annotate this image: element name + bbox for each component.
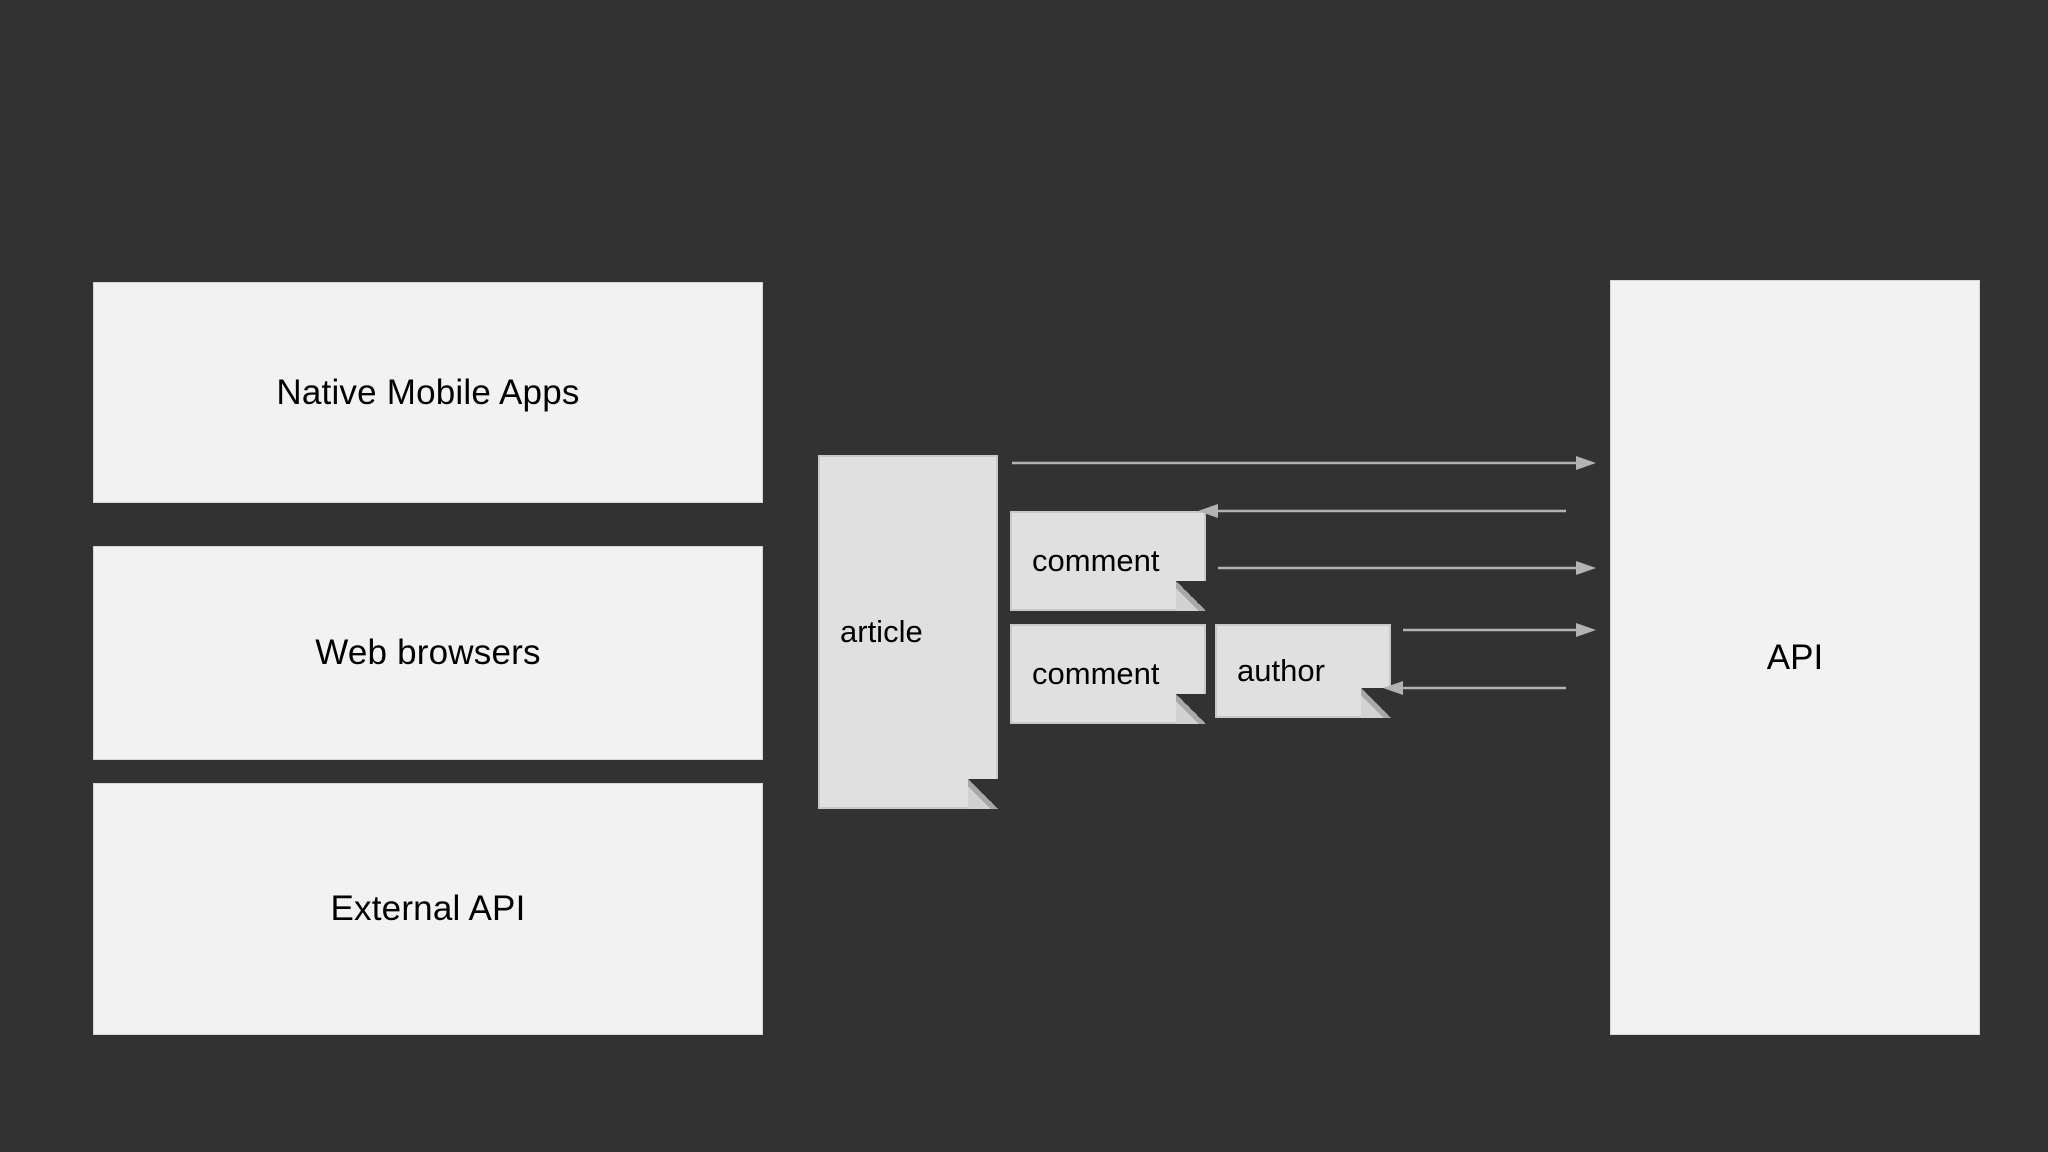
api-box[interactable]: API (1610, 280, 1980, 1035)
page-fold-icon (1361, 688, 1391, 718)
document-author[interactable]: author (1215, 624, 1391, 718)
page-fold-icon (1176, 694, 1206, 724)
arrow-left (1198, 504, 1566, 518)
document-article[interactable]: article (818, 455, 998, 809)
page-fold-icon (968, 779, 998, 809)
api-box-label: API (1766, 637, 1824, 677)
document-label: author (1237, 653, 1325, 688)
client-box-external-api[interactable]: External API (93, 783, 763, 1035)
arrow-head-icon (1576, 561, 1596, 575)
arrow-left (1383, 681, 1566, 695)
arrow-head-icon (1576, 456, 1596, 470)
document-label: comment (1032, 543, 1160, 578)
document-comment-1[interactable]: comment (1010, 511, 1206, 611)
page-fold-icon (1176, 581, 1206, 611)
client-box-label: External API (330, 889, 526, 928)
client-box-native-mobile-apps[interactable]: Native Mobile Apps (93, 282, 763, 503)
document-body (1010, 511, 1206, 611)
client-box-web-browsers[interactable]: Web browsers (93, 546, 763, 760)
document-label: article (840, 614, 923, 649)
document-comment-2[interactable]: comment (1010, 624, 1206, 724)
document-body (1010, 624, 1206, 724)
client-box-label: Native Mobile Apps (276, 372, 580, 412)
arrow-right (1218, 561, 1596, 575)
document-body (818, 455, 998, 809)
arrow-right (1403, 623, 1596, 637)
document-label: comment (1032, 656, 1160, 691)
arrow-head-icon (1576, 623, 1596, 637)
arrow-right (1012, 456, 1596, 470)
client-box-label: Web browsers (315, 633, 541, 672)
